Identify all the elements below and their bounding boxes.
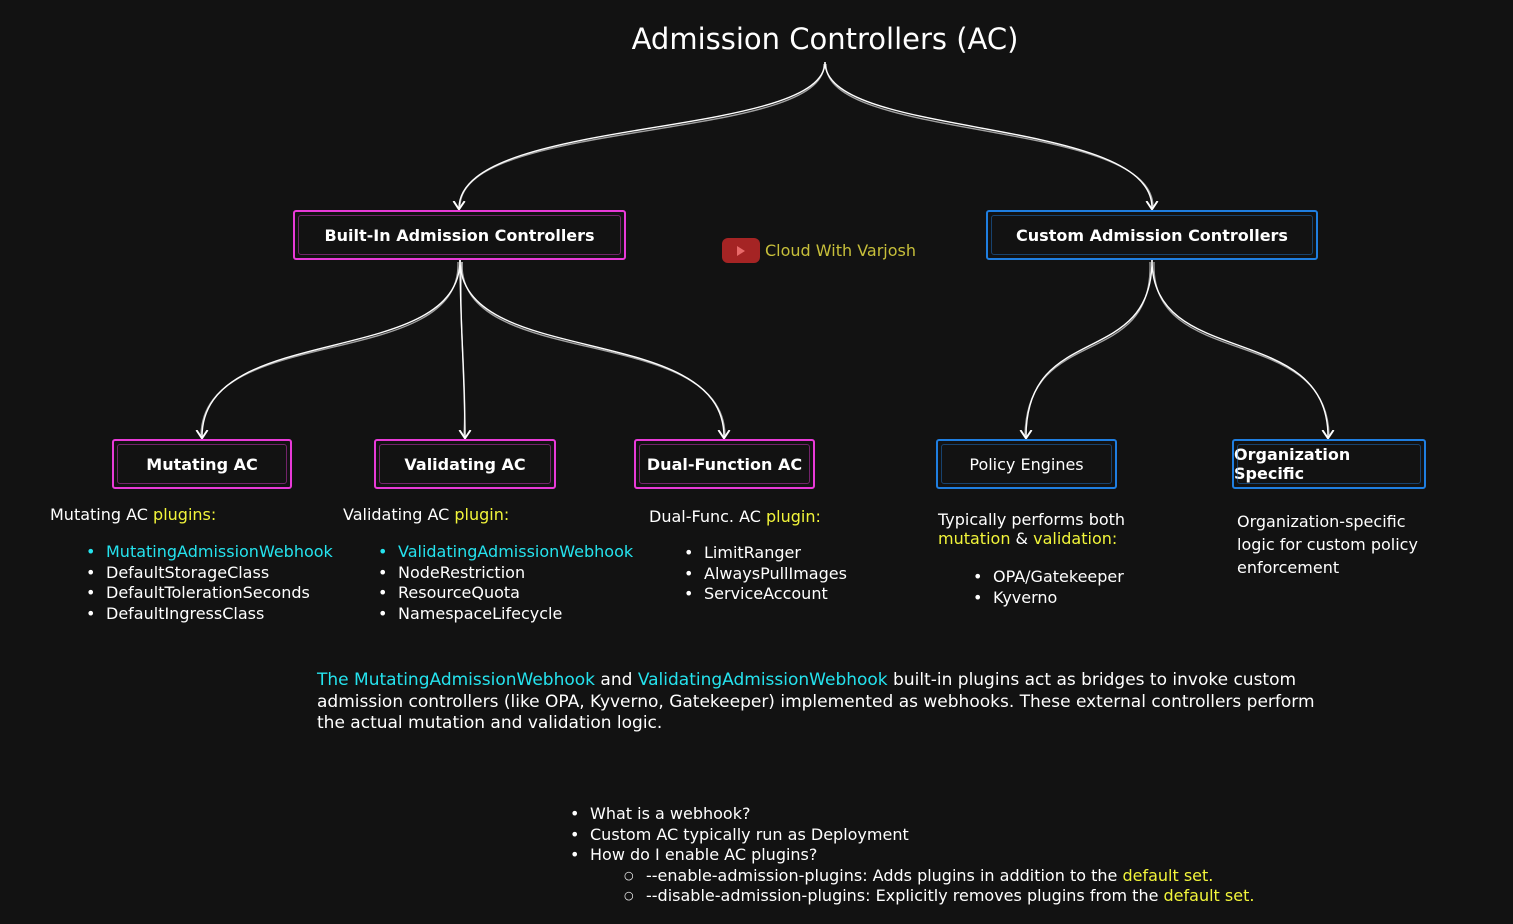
sub-item-text: --enable-admission-plugins: Adds plugins… [646,865,1123,885]
sub-item-highlight: default set. [1122,865,1214,885]
faq-list: What is a webhook? Custom AC typically r… [568,804,1254,906]
list-item: --enable-admission-plugins: Adds plugins… [624,866,1254,886]
validating-plugins-heading: Validating AC plugin: [343,505,509,524]
ampersand-text: & [1010,529,1034,548]
policy-description-line1: Typically performs both [938,510,1126,529]
arrow-builtin-to-dual [459,259,724,437]
validating-ac-label: Validating AC [404,454,526,474]
list-item: What is a webhook? [568,804,1254,825]
list-item: OPA/Gatekeeper [971,567,1124,588]
builtin-ac-label: Built-In Admission Controllers [324,225,595,245]
mutating-ac-label: Mutating AC [146,454,258,474]
note-text: built-in plugins act as bridges to invok… [317,670,1315,733]
organization-description: Organization-specific logic for custom p… [1237,510,1418,579]
arrow-builtin-to-mutating [202,259,461,437]
heading-text: Mutating AC [50,505,154,524]
diagram-title: Admission Controllers (AC) [631,22,1019,56]
organization-specific-box: Organization Specific [1232,439,1426,489]
note-highlight: ValidatingAdmissionWebhook [637,670,888,690]
list-item: Custom AC typically run as Deployment [568,825,1254,846]
list-item: ResourceQuota [376,583,633,604]
list-item: DefaultStorageClass [84,563,333,584]
heading-highlight: plugins: [153,505,217,524]
dual-function-ac-label: Dual-Function AC [646,454,803,474]
mutating-plugins-heading: Mutating AC plugins: [50,505,216,524]
list-item: AlwaysPullImages [682,564,847,585]
dual-plugins-list: LimitRanger AlwaysPullImages ServiceAcco… [682,543,847,605]
arrow-title-to-builtin [459,61,826,208]
dual-function-ac-box: Dual-Function AC [634,439,815,489]
channel-name: Cloud With Varjosh [765,241,916,260]
mutation-highlight: mutation [938,529,1011,548]
sub-item-text: --disable-admission-plugins: Explicitly … [646,885,1164,905]
heading-highlight: plugin: [454,505,510,524]
policy-engines-list: OPA/Gatekeeper Kyverno [971,567,1124,608]
heading-text: Dual-Func. AC [649,507,766,526]
dual-plugins-heading: Dual-Func. AC plugin: [649,507,821,526]
list-item: ValidatingAdmissionWebhook [376,542,633,563]
heading-highlight: plugin: [765,507,821,526]
validation-highlight: validation: [1033,529,1118,548]
validating-plugins-list: ValidatingAdmissionWebhook NodeRestricti… [376,542,633,624]
custom-ac-label: Custom Admission Controllers [1016,225,1288,245]
description-line: enforcement [1237,558,1340,577]
list-item: --disable-admission-plugins: Explicitly … [624,886,1254,906]
mutating-plugins-list: MutatingAdmissionWebhook DefaultStorageC… [84,542,333,624]
list-item: ServiceAccount [682,584,847,605]
policy-description-line2: mutation & validation: [938,529,1117,548]
list-item: LimitRanger [682,543,847,564]
mutating-ac-box: Mutating AC [112,439,292,489]
webhook-bridge-note: The MutatingAdmissionWebhook and Validat… [317,670,1327,735]
channel-watermark: Cloud With Varjosh [722,238,916,263]
faq-question: How do I enable AC plugins? [590,845,818,864]
description-line: logic for custom policy [1237,535,1418,554]
list-item: DefaultTolerationSeconds [84,583,333,604]
policy-engines-label: Policy Engines [969,454,1084,474]
custom-ac-box: Custom Admission Controllers [986,210,1318,260]
builtin-ac-box: Built-In Admission Controllers [293,210,626,260]
organization-specific-label: Organization Specific [1234,445,1351,483]
list-item: Kyverno [971,588,1124,609]
list-item: NamespaceLifecycle [376,604,633,625]
sub-item-highlight: default set. [1163,885,1255,905]
list-item: NodeRestriction [376,563,633,584]
validating-ac-box: Validating AC [374,439,556,489]
policy-engines-box: Policy Engines [936,439,1117,489]
description-line: Organization-specific [1237,512,1406,531]
list-item: How do I enable AC plugins? --enable-adm… [568,845,1254,906]
faq-sublist: --enable-admission-plugins: Adds plugins… [624,866,1254,906]
list-item: DefaultIngressClass [84,604,333,625]
heading-text: Validating AC [343,505,455,524]
youtube-play-icon [722,238,760,263]
note-highlight: The MutatingAdmissionWebhook [317,670,596,690]
note-text: and [595,670,638,690]
arrow-title-to-custom [824,61,1152,208]
list-item: MutatingAdmissionWebhook [84,542,333,563]
